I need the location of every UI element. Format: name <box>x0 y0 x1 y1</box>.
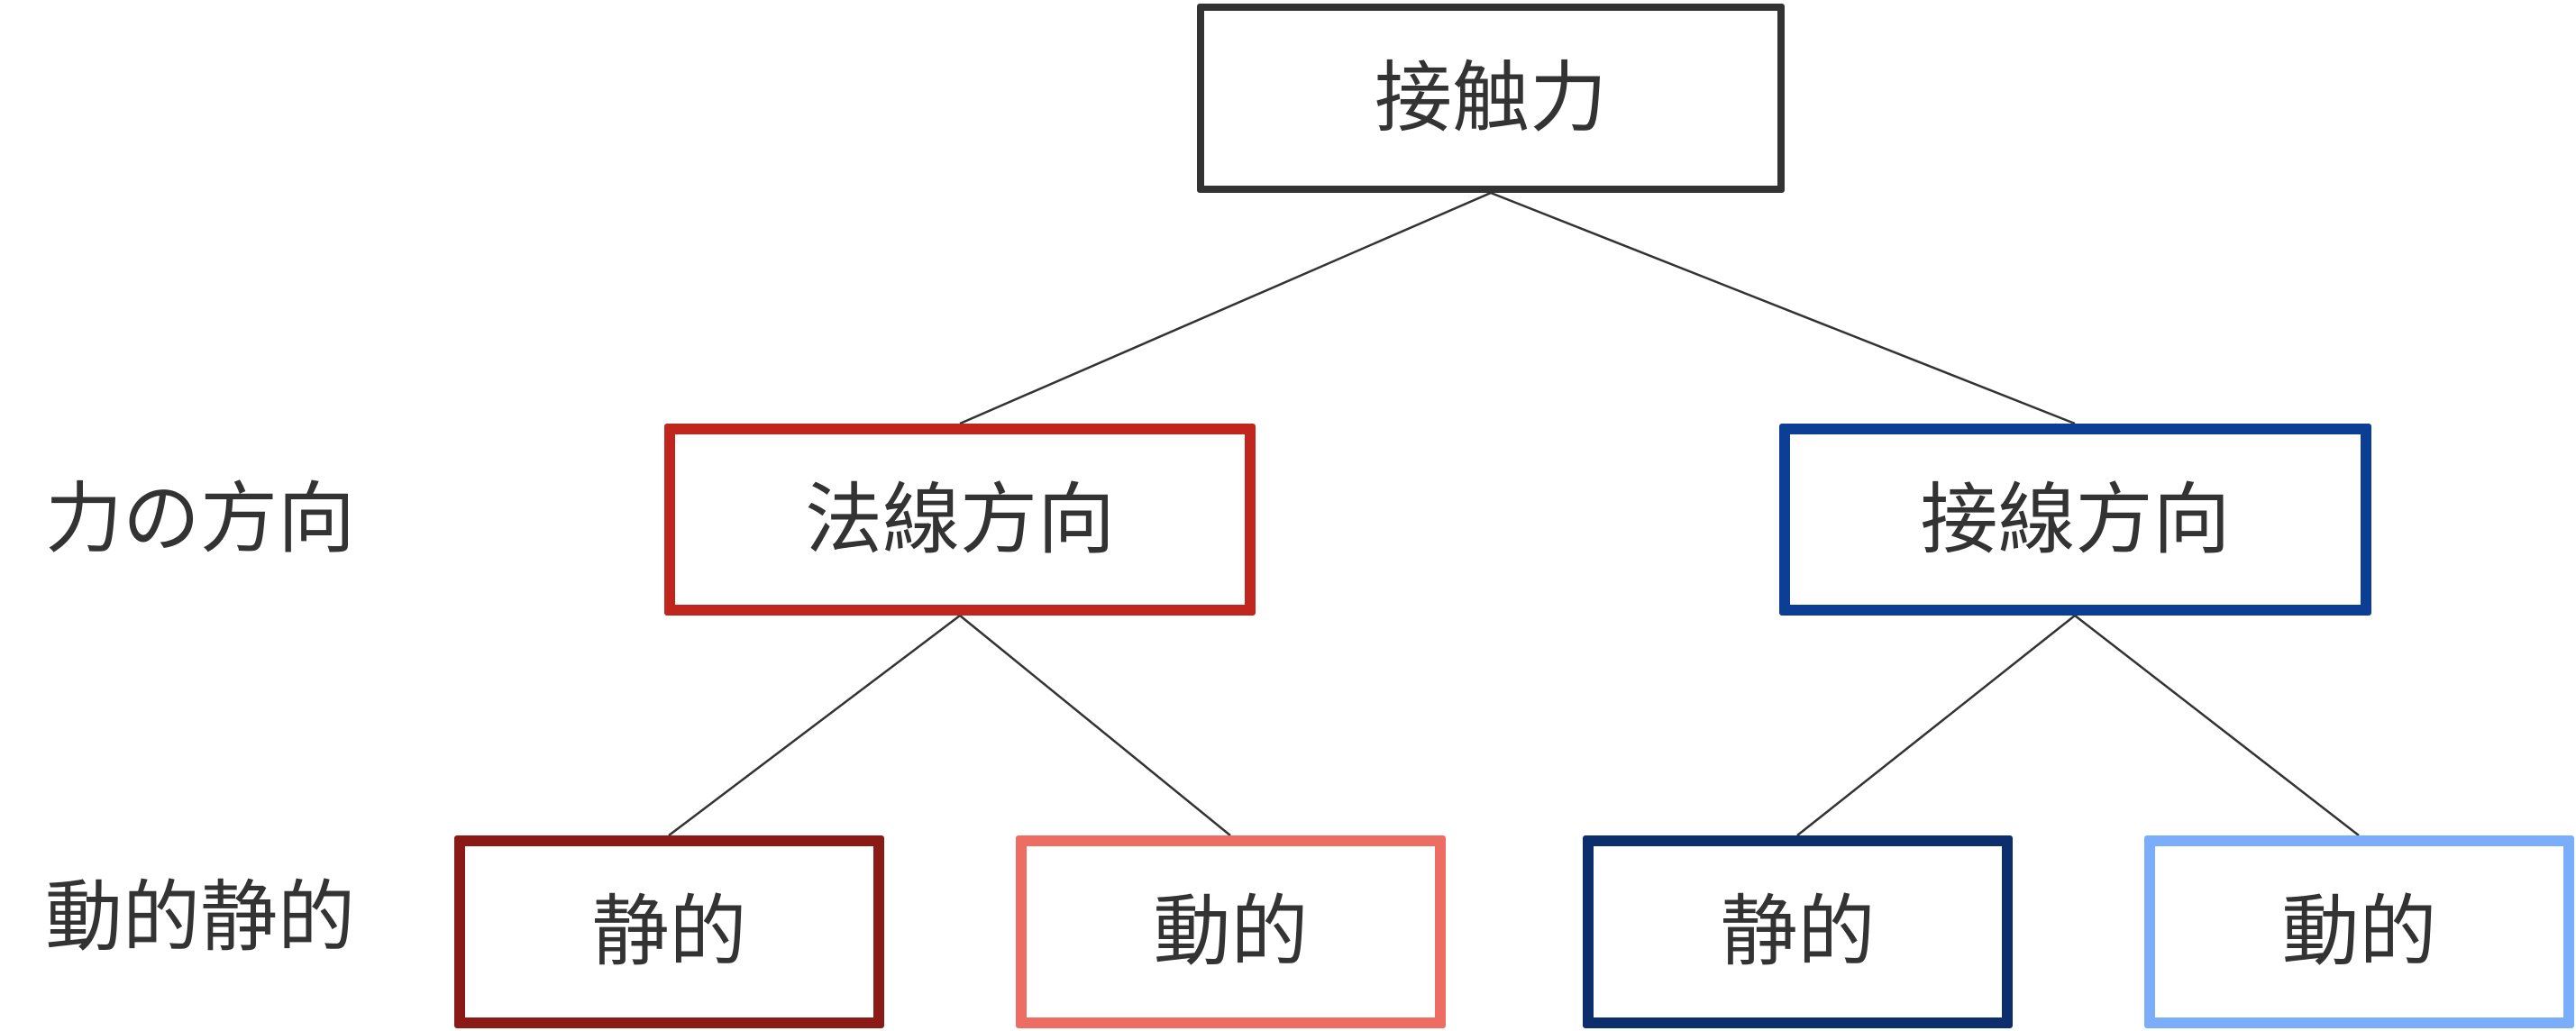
connector-tangent-static <box>1796 615 2076 836</box>
node-label: 接触力 <box>1375 53 1607 143</box>
connector-tangent-dynamic <box>2074 615 2360 836</box>
node-normal-static: 静的 <box>454 835 884 1028</box>
node-contact-force: 接触力 <box>1197 4 1785 193</box>
connector-normal-static <box>668 615 961 836</box>
node-normal-direction: 法線方向 <box>664 424 1256 616</box>
node-tangential-direction: 接線方向 <box>1779 424 2371 616</box>
connector-normal-dynamic <box>959 615 1231 836</box>
node-label: 静的 <box>591 887 747 977</box>
node-tangential-dynamic: 動的 <box>2144 835 2574 1028</box>
connector-root-normal <box>959 191 1492 425</box>
node-label: 法線方向 <box>805 474 1115 565</box>
node-normal-dynamic: 動的 <box>1016 835 1446 1028</box>
node-label: 動的 <box>2281 887 2437 977</box>
row-label-force-direction: 力の方向 <box>45 474 355 564</box>
node-tangential-static: 静的 <box>1583 835 2013 1028</box>
connector-root-tangent <box>1490 191 2076 425</box>
node-label: 接線方向 <box>1920 474 2231 565</box>
node-label: 動的 <box>1153 887 1309 977</box>
row-label-dynamic-static: 動的静的 <box>45 872 355 963</box>
node-label: 静的 <box>1720 887 1876 977</box>
